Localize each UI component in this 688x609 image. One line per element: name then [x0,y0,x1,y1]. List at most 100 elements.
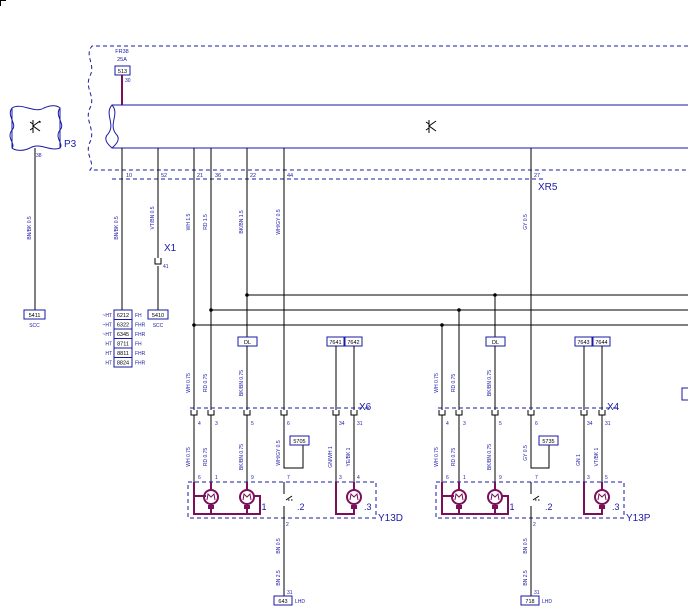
xr5-pin: 10 [126,173,132,179]
x1-ref-code: 5410 [152,313,164,319]
right-upper-wire-label: RD 0.75 [451,374,457,393]
right-ground-wire2: BN 2.5 [523,570,529,586]
xr5-label: XR5 [538,182,558,193]
transistor-icon [425,120,437,133]
y13d-pin: 6 [198,475,201,481]
y13d-sub2: .2 [297,502,305,512]
left-door-circuit: DL 7641 7642 WH 0.75 RD 0.75 BK/BN 0.75 … [186,336,403,606]
motor-icon [487,489,503,505]
pin10-wire-label: BN/BK 0.5 [114,216,120,240]
left-upper-wire-label: BK/BN 0.75 [239,370,245,396]
x6-pin: 5 [251,421,254,427]
ht-reference-list: ~HT 6212 FH ~HT 6322 FHR ~HT 6345 FHR HT… [102,309,146,368]
left-ground-sub: LHD [295,599,305,605]
motor-icon [594,489,610,505]
y13p-sub1: .1 [507,502,515,512]
fuse-pin: 30 [125,78,131,84]
xr5-pin: 27 [534,173,540,179]
ht-tag: FHR [135,361,146,367]
right-lower-wire-label: RD 0.75 [451,448,457,467]
xr5-pin: 22 [250,173,256,179]
y13p-pin: 9 [499,475,502,481]
left-ref-a: 7641 [329,340,341,346]
y13p-pin: 3 [587,475,590,481]
y13d-pin: 1 [215,475,218,481]
y13p-label: Y13P [626,513,651,524]
ht-prefix: ~HT [102,332,112,338]
right-lower-wire-label: VT/BK 1 [594,447,600,466]
ht-tag: FHR [135,351,146,357]
y13d-pin: 4 [357,475,360,481]
right-door-circuit: DL 7643 7644 WH 0.75 RD 0.75 BK/BN 0.75 … [434,336,651,606]
xr5-pin: 36 [215,173,221,179]
left-lower-wire-label: BK/BN 0.75 [239,444,245,470]
y13d-pin: 7 [287,475,290,481]
right-side-ref: 5735 [542,439,554,445]
y13d-pin: 3 [339,475,342,481]
frame-corner [0,0,6,6]
ht-prefix: ~HT [102,323,112,329]
x4-terminals [438,410,606,416]
y13d-pin: 9 [251,475,254,481]
motor-brush [492,505,498,509]
x4-pin: 34 [587,421,593,427]
pin52-wire-label: VT/BN 0.5 [150,206,156,229]
x1-ref-sub: SCC [153,323,164,329]
offpage-ref-box [681,387,688,401]
ht-tag: FHR [135,323,146,329]
switch-icon [283,482,293,522]
motor-icon [346,489,362,505]
motor-icon [239,489,255,505]
y13d-out-pin: 2 [286,522,289,528]
right-ref-a: 7643 [577,340,589,346]
right-lower-wires [441,415,603,482]
p3-module: P3 38 [9,105,77,159]
x1-label: X1 [164,243,177,254]
left-lower-wire-label: WH/GY 0.5 [276,440,282,465]
left-side-ref-box [289,435,310,446]
motor-brush [244,505,250,509]
left-lower-wire-label: GN/WH 1 [328,446,334,468]
right-lower-wire-label: BK/BN 0.75 [487,444,493,470]
x6-pin: 31 [357,421,363,427]
junction-dot [457,308,461,312]
right-ground-wire1: BN 0.5 [523,538,529,554]
junction-dot [209,308,213,312]
body-inner-outline [105,104,688,149]
left-lower-wire-label: WH 0.75 [186,447,192,467]
motor-brush [208,505,214,509]
ht-code: 8824 [117,361,129,367]
x6-pin: 6 [287,421,290,427]
y13p-sub3: .3 [612,502,620,512]
ht-code: 6212 [117,313,129,319]
ht-tag: FH [135,342,142,348]
right-ref-wires [583,346,603,410]
x4-pin: 6 [535,421,538,427]
right-ref-b: 7644 [595,340,607,346]
y13d-sub3: .3 [364,502,372,512]
right-ground-ref-box [520,595,540,606]
p3-ref-sub: SCC [29,323,40,329]
ht-code: 8811 [117,351,129,357]
body-inner-wave [111,104,119,149]
motor-icon [203,489,219,505]
y13p-pin: 1 [463,475,466,481]
p3-label: P3 [64,139,77,150]
right-ground-pin: 31 [534,590,540,596]
fuse-name: FR38 [115,49,128,55]
ht-tag: FH [135,313,142,319]
x6-pin: 34 [339,421,345,427]
y13d-module-box [187,481,377,519]
junction-dot [192,323,196,327]
x6-pin: 4 [198,421,201,427]
xr5-pin: 52 [161,173,167,179]
ht-tag: FHR [135,332,146,338]
left-ground-pin: 31 [287,590,293,596]
x6-terminals [190,410,358,416]
p3-pin: 38 [36,153,42,159]
left-lower-wire-label: YE/BK 1 [346,447,352,466]
y13d-motor3-wires [335,482,355,515]
pin44-wire-label: WH/GY 0.5 [276,209,282,234]
xr5-pin: 21 [197,173,203,179]
